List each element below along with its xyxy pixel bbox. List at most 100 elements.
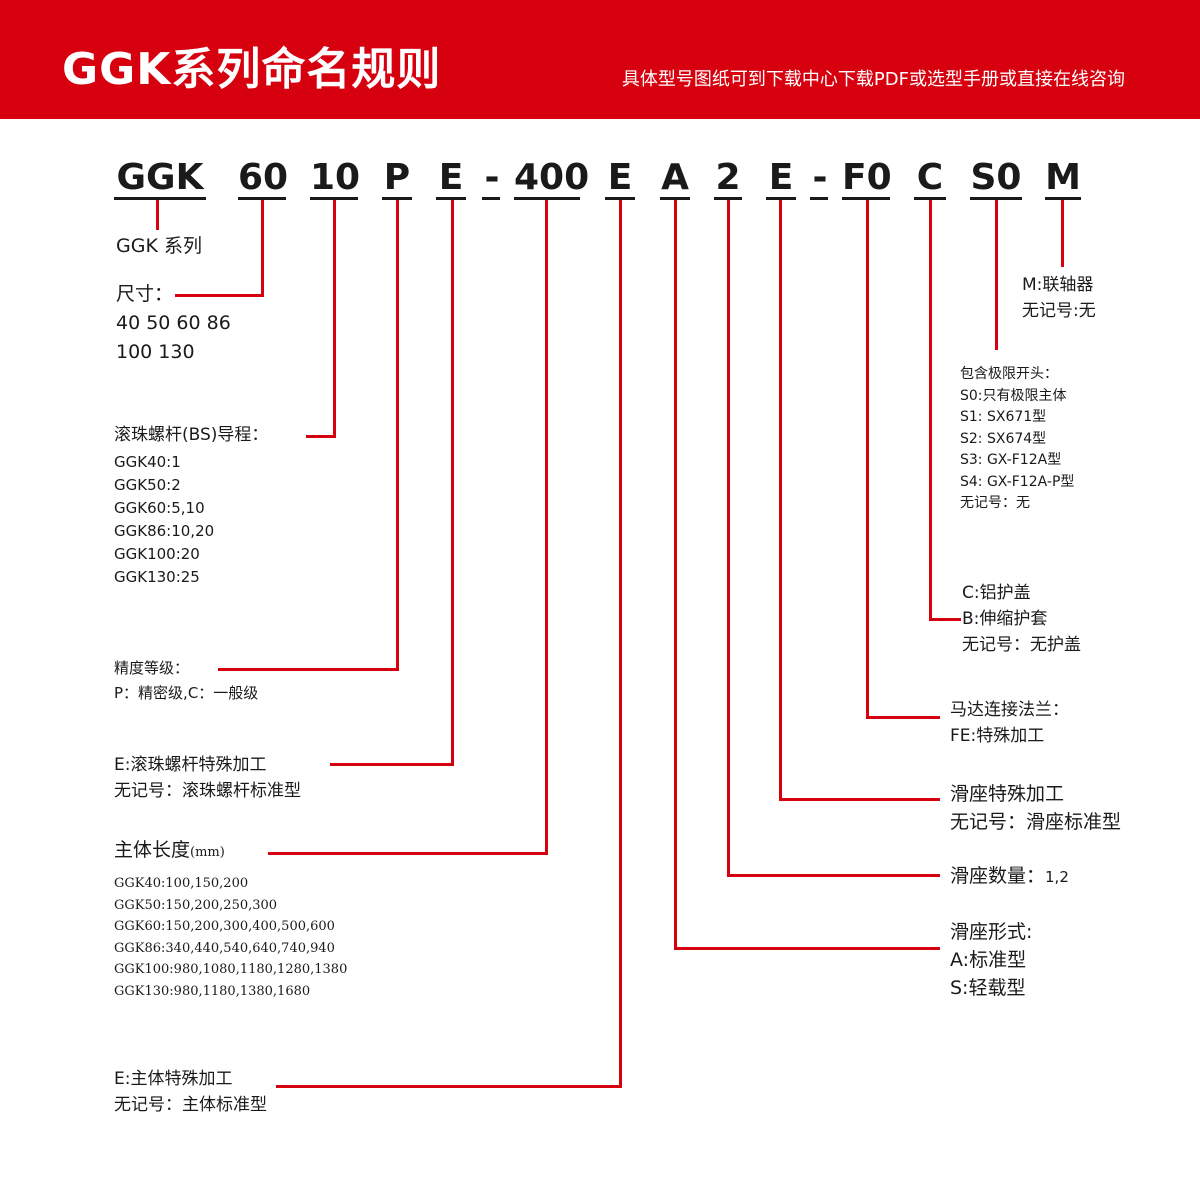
slider-count-block: 滑座数量：1,2 [950,862,1069,890]
code-underline [810,197,828,200]
header-banner: GGK系列命名规则 具体型号图纸可到下载中心下载PDF或选型手册或直接在线咨询 [0,0,1200,119]
leader-flange [866,200,869,719]
slider-type-label: 滑座形式: [950,921,1033,943]
slider-type-value: A:标准型 [950,949,1027,971]
code-underline [842,197,890,200]
code-segment-limit-switch: S0 [970,157,1022,198]
motor-label: M:联轴器 [1022,275,1094,295]
leader-motor [1061,200,1064,267]
code-underline [766,197,796,200]
leader-series [156,200,159,230]
leader-slider-special [779,200,782,801]
header-subtitle: 具体型号图纸可到下载中心下载PDF或选型手册或直接在线咨询 [621,69,1125,90]
code-underline [914,197,946,200]
code-segment-slider-type: A [661,157,689,198]
leader-body-length [268,852,548,855]
motor-block: M:联轴器 无记号:无 [1022,272,1096,324]
body-length-unit: (mm) [190,845,225,860]
code-underline [310,197,358,200]
cover-value: B:伸缩护套 [962,609,1048,629]
lead-label: 滚珠螺杆(BS)导程： [114,425,269,445]
body-length-values: GGK40:100,150,200 GGK50:150,200,250,300 … [114,873,347,1002]
cover-value: C:铝护盖 [962,583,1031,603]
flange-value: FE:特殊加工 [950,726,1045,746]
screw-special-line1: E:滚珠螺杆特殊加工 [114,755,267,775]
leader-slider-type [674,947,940,950]
leader-precision [218,668,399,671]
precision-value: P：精密级,C：一般级 [114,684,259,702]
body-special-line1: E:主体特殊加工 [114,1069,233,1089]
slider-type-block: 滑座形式: A:标准型 S:轻载型 [950,918,1032,1002]
leader-slider-count [727,874,940,877]
code-segment-motor: M [1045,157,1081,198]
code-underline [1045,197,1081,200]
limit-switch-value: S3: GX-F12A型 [960,452,1062,468]
code-segment-flange: F0 [842,157,892,198]
leader-lead [306,435,336,438]
body-length-value: GGK86:340,440,540,640,740,940 [114,940,335,956]
slider-special-line1: 滑座特殊加工 [950,783,1065,805]
leader-size [261,200,264,297]
code-segment-slider-special: E [768,157,794,198]
leader-limit-switch [995,200,998,350]
leader-precision [396,200,399,671]
lead-block: 滚珠螺杆(BS)导程： GGK40:1 GGK50:2 GGK60:5,10 G… [114,424,268,589]
leader-slider-type [674,200,677,950]
cover-value: 无记号：无护盖 [962,635,1081,655]
leader-body-special [276,1085,622,1088]
leader-slider-count [727,200,730,877]
leader-slider-special [779,798,940,801]
screw-special-block: E:滚珠螺杆特殊加工 无记号：滚珠螺杆标准型 [114,752,301,804]
size-value: 100 130 [116,341,195,363]
body-length-value: GGK100:980,1080,1180,1280,1380 [114,962,348,977]
slider-type-value: S:轻载型 [950,977,1026,999]
body-special-block: E:主体特殊加工 无记号：主体标准型 [114,1066,267,1118]
leader-cover [929,200,932,621]
lead-value: GGK50:2 [114,476,181,494]
code-segment-lead: 10 [310,157,361,198]
code-underline [514,197,580,200]
leader-screw-special [451,200,454,766]
slider-special-line2: 无记号：滑座标准型 [950,811,1122,833]
code-underline [436,197,466,200]
body-length-label: 主体长度(mm) [114,836,225,864]
lead-value: GGK86:10,20 [114,522,215,540]
series-label: GGK 系列 [116,235,202,257]
page-title: GGK系列命名规则 [62,44,442,95]
lead-value: GGK60:5,10 [114,499,205,517]
code-segment-precision: P [383,157,411,198]
lead-value: GGK130:25 [114,568,200,586]
leader-flange [866,716,940,719]
leader-body-special [619,200,622,1088]
limit-switch-value: S0:只有极限主体 [960,387,1067,404]
limit-switch-value: 无记号：无 [960,495,1030,511]
limit-switch-value: S1: SX671型 [960,409,1047,425]
leader-screw-special [330,763,454,766]
code-segment-body-special: E [607,157,633,198]
code-underline [238,197,286,200]
code-segment-dash: - [484,157,500,198]
body-length-value: GGK60:150,200,300,400,500,600 [114,919,335,934]
code-segment-ggk: GGK [116,157,204,198]
size-value: 40 50 60 86 [116,312,231,334]
code-underline [482,197,500,200]
leader-body-length [545,200,548,855]
code-segment-size: 60 [238,157,289,198]
flange-label: 马达连接法兰： [950,700,1069,720]
code-underline [382,197,412,200]
leader-lead [333,200,336,438]
leader-cover [929,618,961,621]
size-block: 尺寸： 40 50 60 86 100 130 [116,280,231,366]
code-segment-length: 400 [514,157,590,198]
size-label: 尺寸： [116,283,174,305]
flange-block: 马达连接法兰： FE:特殊加工 [950,697,1069,749]
slider-count-value: 1,2 [1045,868,1069,886]
body-length-value: GGK50:150,200,250,300 [114,897,278,913]
lead-value: GGK40:1 [114,453,181,471]
code-segment-slider-count: 2 [715,157,741,198]
limit-switch-label: 包含极限开头： [960,366,1058,382]
slider-count-label: 滑座数量： [950,865,1046,887]
code-segment-screw-special: E [438,157,464,198]
code-underline [605,197,635,200]
limit-switch-value: S4: GX-F12A-P型 [960,473,1075,490]
